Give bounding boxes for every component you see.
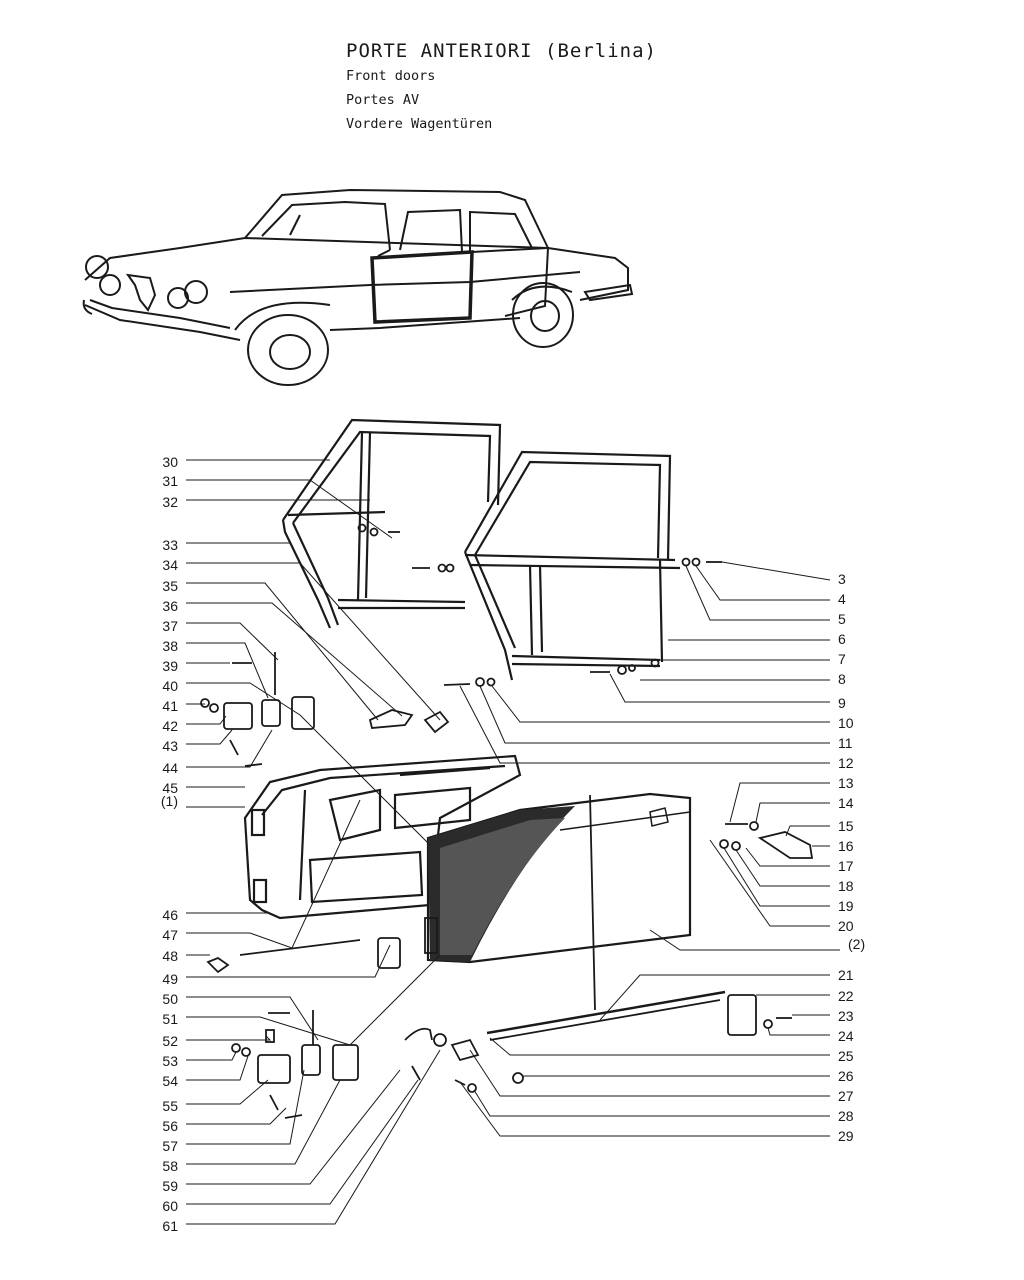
callout-37: 37	[162, 618, 178, 634]
callout-4: 4	[838, 591, 846, 607]
callout-34: 34	[162, 557, 178, 573]
callout-23: 23	[838, 1008, 854, 1024]
leader-lines	[186, 459, 840, 1225]
callout-48: 48	[162, 948, 178, 964]
callout-51: 51	[162, 1011, 178, 1027]
callout-41: 41	[162, 698, 178, 714]
callout-57: 57	[162, 1138, 178, 1154]
callout-22: 22	[838, 988, 854, 1004]
callout-55: 55	[162, 1098, 178, 1114]
callout-35: 35	[162, 578, 178, 594]
callout-49: 49	[162, 971, 178, 987]
callout-2: (2)	[848, 936, 865, 952]
callout-29: 29	[838, 1128, 854, 1144]
callout-17: 17	[838, 858, 854, 874]
inner-door-panel	[243, 754, 522, 920]
callout-18: 18	[838, 878, 854, 894]
callout-33: 33	[162, 537, 178, 553]
callouts-left: 30 31 32 33 34 35 36 37 38 39 40 41 42 43 44 45(1) 46 47 4…	[161, 454, 178, 1234]
callout-20: 20	[838, 918, 854, 934]
callout-27: 27	[838, 1088, 854, 1104]
callout-53: 53	[162, 1053, 178, 1069]
callout-50: 50	[162, 991, 178, 1007]
callout-59: 59	[162, 1178, 178, 1194]
callouts-right: 3 4 5 6 7 8 9 10 11 12 13 14 15 16 17 18 19 20 (2) 21 22 23 24…	[838, 571, 865, 1144]
callout-28: 28	[838, 1108, 854, 1124]
callout-36: 36	[162, 598, 178, 614]
right-window-frame	[463, 450, 681, 681]
callout-32: 32	[162, 494, 178, 510]
callout-38: 38	[162, 638, 178, 654]
callout-44: 44	[162, 760, 178, 776]
subtitle-german: Vordere Wagentüren	[346, 116, 493, 132]
callout-9: 9	[838, 695, 846, 711]
callout-40: 40	[162, 678, 178, 694]
callout-16: 16	[838, 838, 854, 854]
subtitle-english: Front doors	[346, 68, 436, 84]
subtitle-french: Portes AV	[346, 92, 420, 108]
callout-60: 60	[162, 1198, 178, 1214]
page-title: PORTE ANTERIORI (Berlina)	[346, 40, 657, 62]
callout-61: 61	[162, 1218, 178, 1234]
callout-54: 54	[162, 1073, 178, 1089]
callout-5: 5	[838, 611, 846, 627]
callout-31: 31	[162, 473, 178, 489]
small-parts	[200, 523, 814, 1119]
callout-7: 7	[838, 651, 846, 667]
callout-21: 21	[838, 967, 854, 983]
car-illustration	[82, 188, 634, 386]
callout-1: (1)	[161, 793, 178, 809]
callout-52: 52	[162, 1033, 178, 1049]
callout-11: 11	[838, 735, 853, 751]
callout-15: 15	[838, 818, 854, 834]
callout-56: 56	[162, 1118, 178, 1134]
callout-46: 46	[162, 907, 178, 923]
callout-26: 26	[838, 1068, 854, 1084]
callout-12: 12	[838, 755, 854, 771]
callout-10: 10	[838, 715, 854, 731]
callout-30: 30	[162, 454, 178, 470]
callout-47: 47	[162, 927, 178, 943]
callout-42: 42	[162, 718, 178, 734]
callout-45: 45	[162, 780, 178, 796]
left-window-frame	[281, 418, 502, 629]
callout-58: 58	[162, 1158, 178, 1174]
callout-8: 8	[838, 671, 846, 687]
callout-24: 24	[838, 1028, 854, 1044]
callout-19: 19	[838, 898, 854, 914]
callout-25: 25	[838, 1048, 854, 1064]
callout-13: 13	[838, 775, 854, 791]
callout-6: 6	[838, 631, 846, 647]
callout-14: 14	[838, 795, 854, 811]
header: PORTE ANTERIORI (Berlina) Front doors Po…	[346, 40, 657, 140]
callout-43: 43	[162, 738, 178, 754]
callout-3: 3	[838, 571, 846, 587]
callout-39: 39	[162, 658, 178, 674]
